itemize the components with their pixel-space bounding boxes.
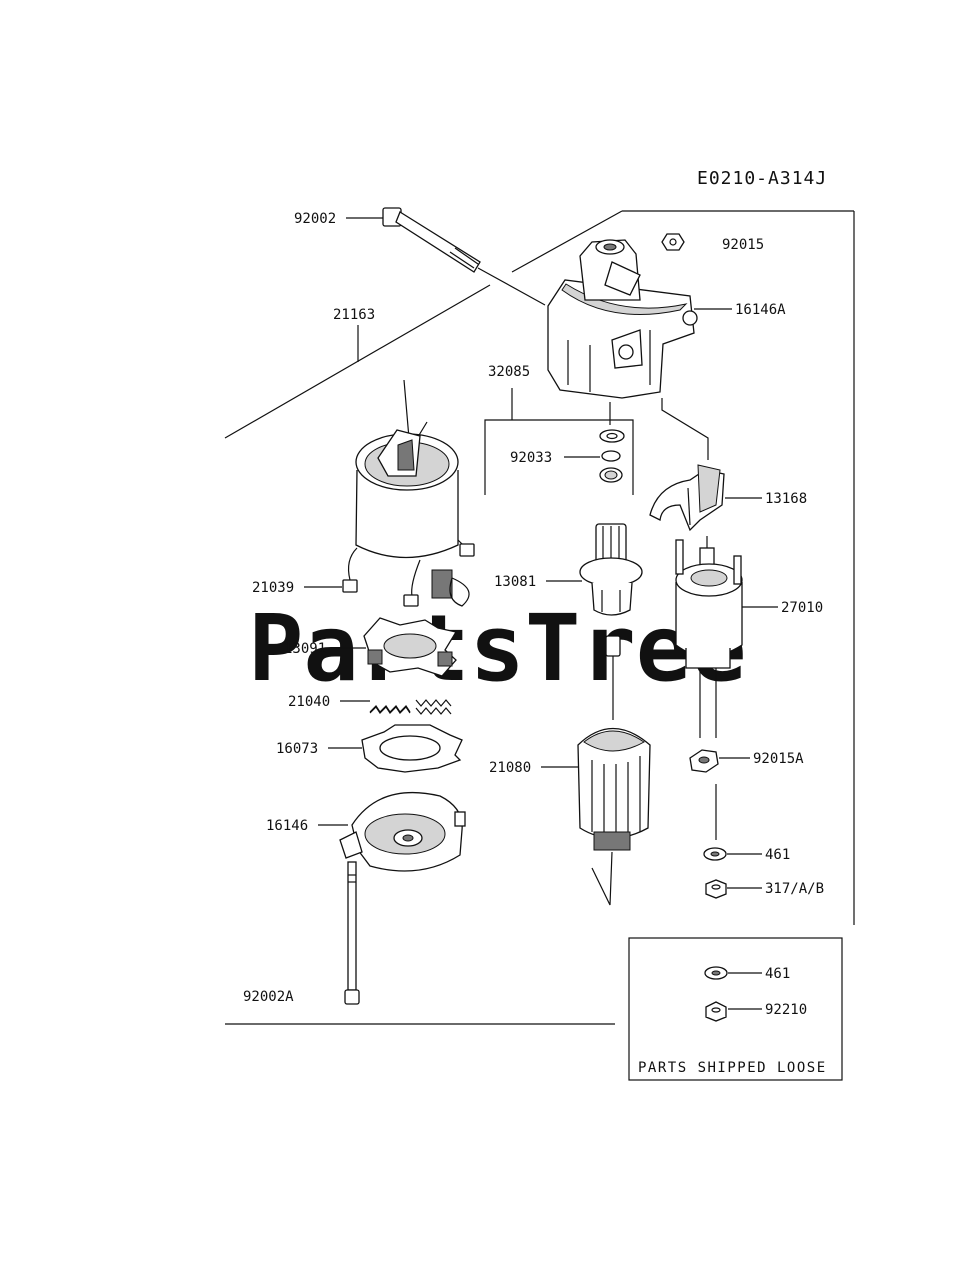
label-13081[interactable]: 13081	[494, 574, 536, 590]
label-27010[interactable]: 27010	[781, 600, 823, 616]
yoke-21163[interactable]	[342, 379, 475, 607]
label-92210-loose[interactable]: 92210	[765, 1002, 807, 1018]
brush-holder-13091[interactable]	[363, 617, 458, 677]
plate-16073[interactable]	[361, 724, 463, 773]
label-16146A[interactable]: 16146A	[735, 302, 786, 318]
label-92002A[interactable]: 92002A	[243, 989, 294, 1005]
diagram-code: E0210-A314J	[697, 168, 827, 189]
loose-box-title: PARTS SHIPPED LOOSE	[638, 1060, 827, 1076]
label-21040[interactable]: 21040	[288, 694, 330, 710]
bolt-92002A[interactable]	[344, 861, 360, 1005]
rear-cover-16146[interactable]	[339, 791, 466, 872]
label-21039[interactable]: 21039	[252, 580, 294, 596]
leader-lines	[304, 217, 778, 889]
label-461[interactable]: 461	[765, 847, 790, 863]
frame-lines	[224, 210, 855, 1025]
washers-92033[interactable]	[599, 402, 625, 483]
label-92015[interactable]: 92015	[722, 237, 764, 253]
label-21163[interactable]: 21163	[333, 307, 375, 323]
nut-317AB[interactable]	[705, 879, 727, 899]
label-92002[interactable]: 92002	[294, 211, 336, 227]
label-13168[interactable]: 13168	[765, 491, 807, 507]
label-21080[interactable]: 21080	[489, 760, 531, 776]
front-housing-16146A[interactable]	[547, 239, 698, 399]
watermark: PartsTree	[248, 595, 747, 702]
label-32085[interactable]: 32085	[488, 364, 530, 380]
solenoid-27010[interactable]	[675, 536, 743, 738]
armature-21080[interactable]	[577, 635, 651, 906]
label-16073[interactable]: 16073	[276, 741, 318, 757]
springs-21040[interactable]	[369, 699, 452, 715]
label-92033[interactable]: 92033	[510, 450, 552, 466]
label-461-loose[interactable]: 461	[765, 966, 790, 982]
nut-92015[interactable]	[661, 233, 685, 251]
nut-92015A[interactable]	[689, 749, 719, 840]
bolt-92002[interactable]	[382, 207, 546, 306]
pinion-13081[interactable]	[579, 523, 643, 616]
washer-461[interactable]	[703, 847, 727, 861]
shift-lever-13168[interactable]	[649, 398, 725, 532]
label-13091[interactable]: 13091	[284, 641, 326, 657]
label-92015A[interactable]: 92015A	[753, 751, 804, 767]
part-labels: 92002 92015 16146A 21163 32085 92033 131…	[243, 211, 824, 1018]
label-317AB[interactable]: 317/A/B	[765, 881, 824, 897]
label-16146[interactable]: 16146	[266, 818, 308, 834]
parts-shipped-loose-box: PARTS SHIPPED LOOSE	[628, 937, 843, 1081]
bracket-32085	[484, 388, 634, 495]
